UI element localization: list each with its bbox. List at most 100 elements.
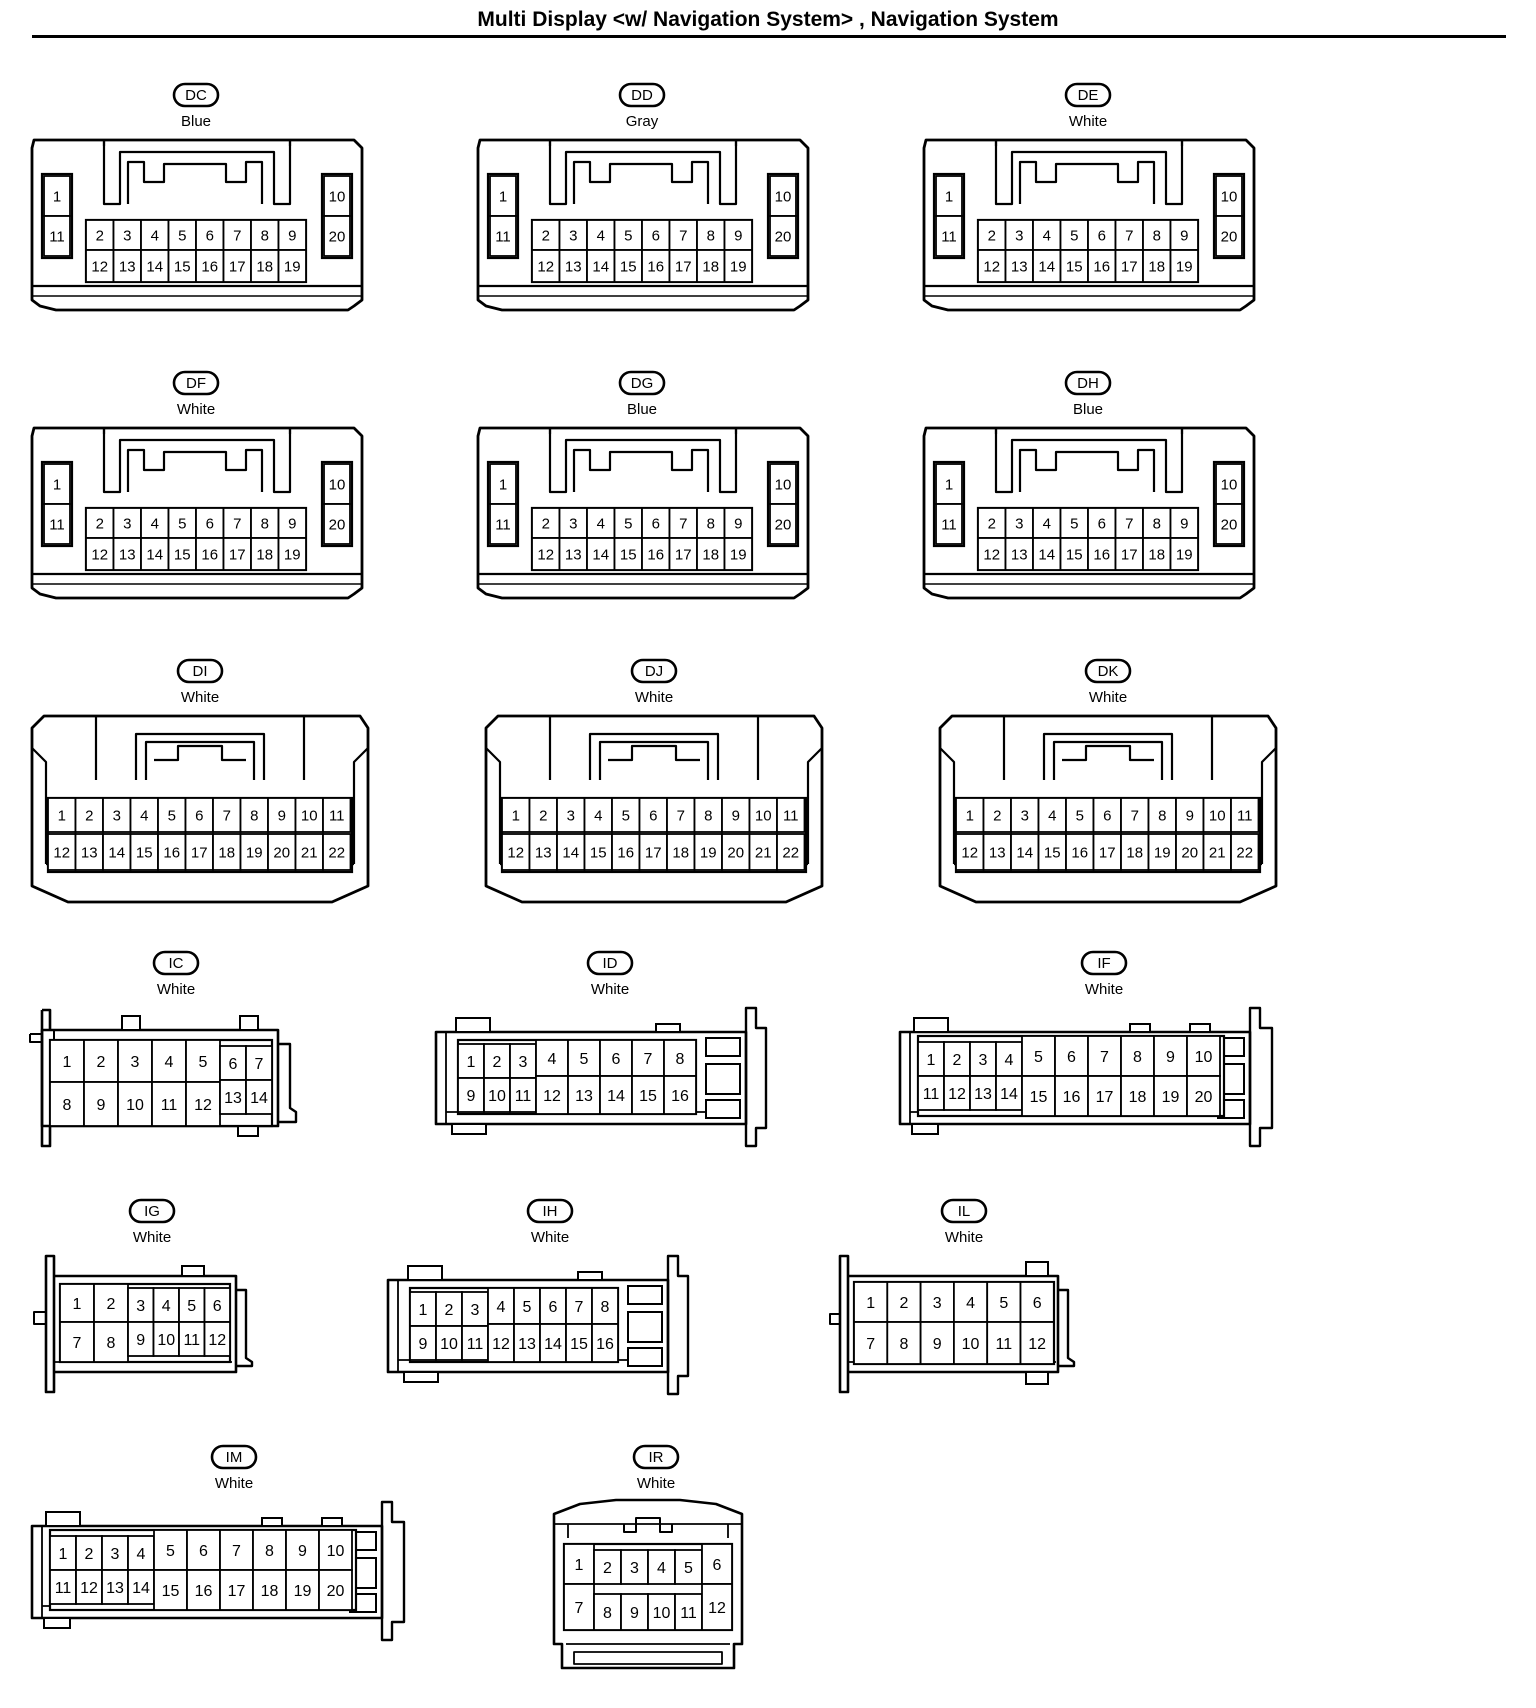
svg-text:9: 9 <box>1180 227 1188 244</box>
svg-text:11: 11 <box>923 1086 940 1103</box>
svg-text:18: 18 <box>1148 258 1165 275</box>
svg-text:8: 8 <box>704 807 712 824</box>
connector-code-badge: DF <box>172 370 220 396</box>
svg-text:12: 12 <box>983 546 1000 563</box>
pin-8: 8 <box>1142 507 1172 539</box>
pin-12: 12 <box>487 1323 515 1363</box>
svg-text:16: 16 <box>201 546 218 563</box>
svg-text:19: 19 <box>1154 844 1171 861</box>
svg-text:10: 10 <box>775 188 792 205</box>
svg-text:18: 18 <box>218 844 235 861</box>
pin-10: 10 <box>483 1077 511 1113</box>
pin-18: 18 <box>250 537 280 571</box>
svg-text:18: 18 <box>702 258 719 275</box>
svg-text:11: 11 <box>941 228 957 245</box>
svg-text:7: 7 <box>1125 515 1133 532</box>
svg-text:19: 19 <box>284 546 301 563</box>
pin-18: 18 <box>212 833 242 871</box>
pin-14: 14 <box>556 833 586 871</box>
pin-7: 7 <box>668 507 698 539</box>
pin-18: 18 <box>1142 249 1172 283</box>
svg-text:9: 9 <box>97 1097 106 1114</box>
svg-text:16: 16 <box>1071 844 1088 861</box>
svg-text:4: 4 <box>1043 515 1051 532</box>
svg-text:11: 11 <box>495 228 511 245</box>
svg-text:5: 5 <box>580 1051 589 1068</box>
svg-text:18: 18 <box>1126 844 1143 861</box>
svg-text:1: 1 <box>866 1295 875 1312</box>
pin-14: 14 <box>140 537 170 571</box>
svg-text:12: 12 <box>1028 1336 1046 1353</box>
svg-text:8: 8 <box>1158 807 1166 824</box>
pin-3: 3 <box>101 1535 129 1571</box>
pin-1: 1 <box>955 797 985 833</box>
pin-12: 12 <box>47 833 77 871</box>
pin-4: 4 <box>647 1549 676 1585</box>
svg-text:16: 16 <box>647 258 664 275</box>
svg-text:8: 8 <box>261 515 269 532</box>
pin-9: 9 <box>721 797 751 833</box>
svg-text:13: 13 <box>119 258 136 275</box>
pin-8: 8 <box>93 1321 129 1363</box>
pin-9: 9 <box>1175 797 1205 833</box>
svg-text:3: 3 <box>471 1302 480 1319</box>
pin-9: 9 <box>267 797 297 833</box>
pin-13: 13 <box>528 833 558 871</box>
pin-16: 16 <box>157 833 187 871</box>
pin-8: 8 <box>696 219 726 251</box>
pin-6: 6 <box>599 1039 633 1077</box>
connector-color-label: White <box>531 1229 569 1246</box>
svg-text:3: 3 <box>1015 227 1023 244</box>
connector-code-badge: DC <box>172 82 220 108</box>
svg-text:20: 20 <box>329 516 346 533</box>
svg-text:19: 19 <box>700 844 717 861</box>
svg-text:10: 10 <box>755 807 772 824</box>
pin-19: 19 <box>1169 537 1199 571</box>
pin-16: 16 <box>1087 537 1117 571</box>
pin-20: 20 <box>1186 1075 1221 1117</box>
svg-text:2: 2 <box>542 515 550 532</box>
pin-22: 22 <box>1230 833 1260 871</box>
svg-text:10: 10 <box>126 1097 144 1114</box>
svg-text:8: 8 <box>63 1097 72 1114</box>
pin-7: 7 <box>222 507 252 539</box>
pin-5: 5 <box>157 797 187 833</box>
pin-13: 13 <box>74 833 104 871</box>
svg-text:21: 21 <box>1209 844 1226 861</box>
svg-text:9: 9 <box>1186 807 1194 824</box>
pin-19: 19 <box>1169 249 1199 283</box>
pin-6: 6 <box>186 1529 221 1571</box>
svg-text:9: 9 <box>1180 515 1188 532</box>
pin-18: 18 <box>250 249 280 283</box>
svg-text:IC: IC <box>169 955 184 972</box>
svg-text:DJ: DJ <box>645 663 663 680</box>
pin-8: 8 <box>250 219 280 251</box>
svg-text:11: 11 <box>161 1097 178 1114</box>
svg-text:15: 15 <box>1066 546 1083 563</box>
pin-7: 7 <box>666 797 696 833</box>
svg-text:2: 2 <box>85 807 93 824</box>
pin-18: 18 <box>696 537 726 571</box>
connector-color-label: White <box>1085 981 1123 998</box>
svg-text:11: 11 <box>183 1332 200 1349</box>
pin-4: 4 <box>586 219 616 251</box>
pin-3: 3 <box>919 1281 955 1323</box>
svg-text:12: 12 <box>91 258 108 275</box>
svg-text:5: 5 <box>199 1054 208 1071</box>
pin-19: 19 <box>277 249 307 283</box>
svg-text:7: 7 <box>1125 227 1133 244</box>
pin-7: 7 <box>59 1321 95 1363</box>
svg-text:18: 18 <box>702 546 719 563</box>
svg-text:14: 14 <box>146 546 163 563</box>
svg-text:3: 3 <box>123 227 131 244</box>
svg-text:9: 9 <box>732 807 740 824</box>
pin-20: 20 <box>323 215 351 257</box>
svg-text:5: 5 <box>622 807 630 824</box>
svg-text:6: 6 <box>1103 807 1111 824</box>
svg-text:16: 16 <box>163 844 180 861</box>
pin-8: 8 <box>1147 797 1177 833</box>
pin-2: 2 <box>483 1043 511 1079</box>
pin-12: 12 <box>1019 1321 1055 1365</box>
